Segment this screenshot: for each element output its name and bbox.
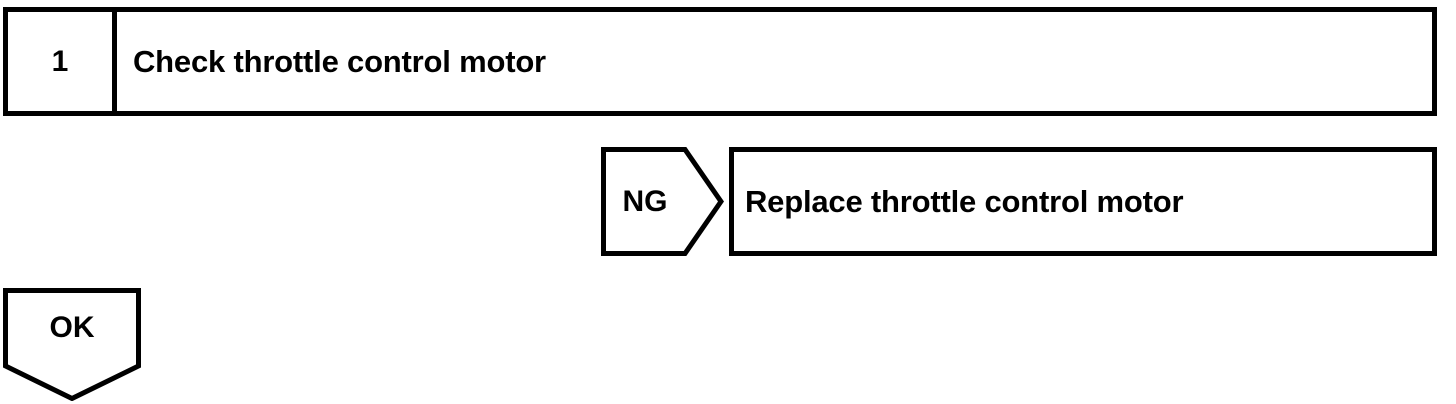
step-number-text: 1 (51, 44, 69, 78)
step-row: 1 Check throttle control motor (3, 7, 1437, 116)
ng-pentagon-icon (601, 147, 724, 256)
ok-tag-pentagon: OK (3, 288, 141, 401)
ok-pentagon-icon (3, 288, 141, 401)
step-number-cell: 1 (8, 12, 117, 111)
ng-tag-label: NG (622, 184, 668, 218)
ng-branch: NG Replace throttle control motor (601, 147, 1437, 256)
ng-result-text: Replace throttle control motor (745, 184, 1184, 219)
step-description-cell: Check throttle control motor (117, 12, 1432, 111)
ng-result-box: Replace throttle control motor (729, 147, 1437, 256)
ng-tag-pentagon: NG (601, 147, 724, 256)
ok-tag-label: OK (49, 311, 95, 344)
step-description-text: Check throttle control motor (133, 44, 546, 79)
